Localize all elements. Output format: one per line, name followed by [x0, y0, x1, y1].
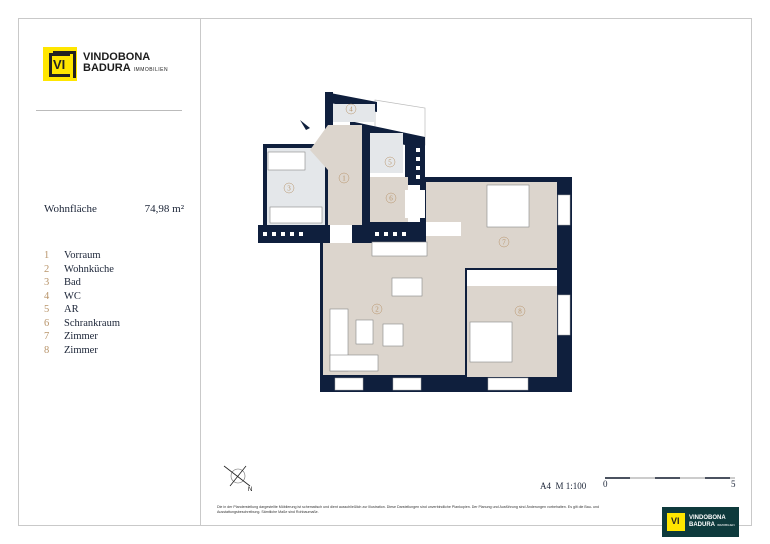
room-number: 6 — [389, 195, 393, 203]
shower — [267, 151, 306, 171]
scale-format: A4 M 1:100 — [540, 481, 587, 491]
room-number: 5 — [388, 159, 392, 167]
room-1 — [310, 125, 362, 225]
wardrobe — [467, 270, 557, 286]
door-opening — [405, 190, 425, 218]
sidebar-divider — [200, 18, 201, 526]
armchair — [382, 323, 404, 347]
windows — [334, 194, 571, 391]
wall-vents — [263, 148, 420, 236]
room-number: 8 — [518, 308, 522, 316]
furniture — [267, 151, 530, 372]
wardrobe — [426, 222, 461, 236]
coffee-table — [355, 319, 374, 345]
compass-icon: N — [223, 465, 252, 493]
bed — [486, 184, 530, 228]
dining-table — [391, 277, 423, 297]
room-number: 3 — [287, 185, 291, 193]
brand-line1: VINDOBONA — [83, 51, 151, 63]
door-opening — [330, 225, 352, 243]
room-6 — [370, 177, 408, 222]
area-value: 74,98 m² — [144, 203, 184, 215]
disclaimer-text: Die in der Planderstellung dargestellte … — [217, 505, 599, 514]
living-area: Wohnfläche 74,98 m² — [44, 203, 184, 215]
bathtub — [269, 206, 323, 224]
room-number: 1 — [342, 175, 346, 183]
brand-line2: BADURA — [83, 62, 131, 74]
entrance-arrow-icon — [300, 120, 310, 130]
room-number: 7 — [502, 239, 506, 247]
brand-line3: IMMOBILIEN — [133, 67, 169, 73]
page-frame — [18, 18, 752, 526]
area-label: Wohnfläche — [44, 203, 97, 215]
bed — [469, 321, 513, 363]
divider-line — [36, 110, 182, 111]
room-number: 2 — [375, 306, 379, 314]
logo-mark: VI — [43, 47, 77, 81]
scale-end: 5 — [731, 479, 736, 489]
room-5 — [370, 133, 403, 173]
scale-start: 0 — [603, 479, 608, 489]
room-number: 4 — [349, 106, 353, 114]
kitchen-counter — [371, 241, 428, 257]
svg-text:N: N — [248, 487, 252, 493]
